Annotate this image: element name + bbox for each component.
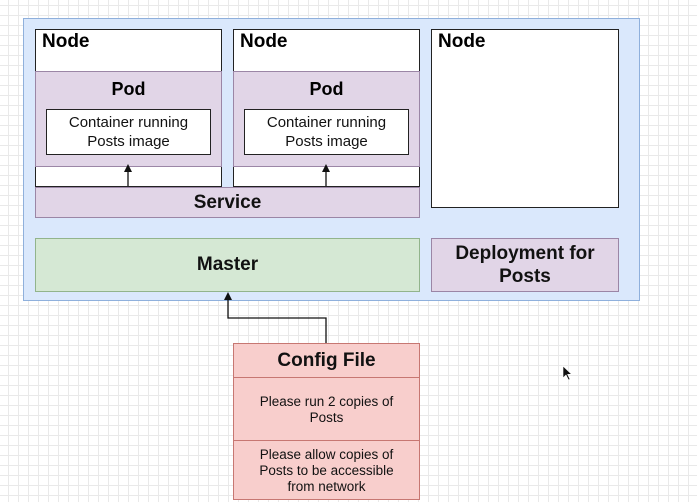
node-label: Node xyxy=(42,31,90,52)
config-file-box[interactable]: Config File Please run 2 copies of Posts… xyxy=(233,343,420,500)
config-row-line2: Posts xyxy=(309,409,344,425)
master-box[interactable]: Master xyxy=(35,238,420,292)
config-row-line3: from network xyxy=(287,479,366,494)
arrow-config-to-master xyxy=(224,292,327,343)
container-label-line1: Container running xyxy=(266,114,387,131)
config-row-copies[interactable]: Please run 2 copies of Posts xyxy=(234,377,419,441)
container-posts-2[interactable]: Container running Posts image xyxy=(244,109,409,155)
service-label: Service xyxy=(193,191,262,213)
service-box[interactable]: Service xyxy=(35,187,420,218)
pod-label: Pod xyxy=(309,79,344,99)
node-label: Node xyxy=(240,31,288,52)
config-row-network[interactable]: Please allow copies of Posts to be acces… xyxy=(234,440,419,501)
config-row-line2: Posts to be accessible xyxy=(259,463,394,478)
config-row-line1: Please run 2 copies of xyxy=(259,393,394,409)
container-label-line2: Posts image xyxy=(285,133,368,150)
container-posts-1[interactable]: Container running Posts image xyxy=(46,109,211,155)
config-row-line1: Please allow copies of xyxy=(259,447,394,462)
config-file-title: Config File xyxy=(277,349,376,371)
node-label: Node xyxy=(438,31,486,52)
mouse-cursor-icon xyxy=(562,365,573,381)
pod-label: Pod xyxy=(111,79,146,99)
container-label-line2: Posts image xyxy=(87,133,170,150)
node-3[interactable]: Node xyxy=(431,29,619,208)
deployment-box[interactable]: Deployment for Posts xyxy=(431,238,619,292)
container-label-line1: Container running xyxy=(68,114,189,131)
deployment-label-line1: Deployment for xyxy=(455,243,595,264)
master-label: Master xyxy=(196,254,259,275)
deployment-label-line2: Posts xyxy=(499,266,551,287)
